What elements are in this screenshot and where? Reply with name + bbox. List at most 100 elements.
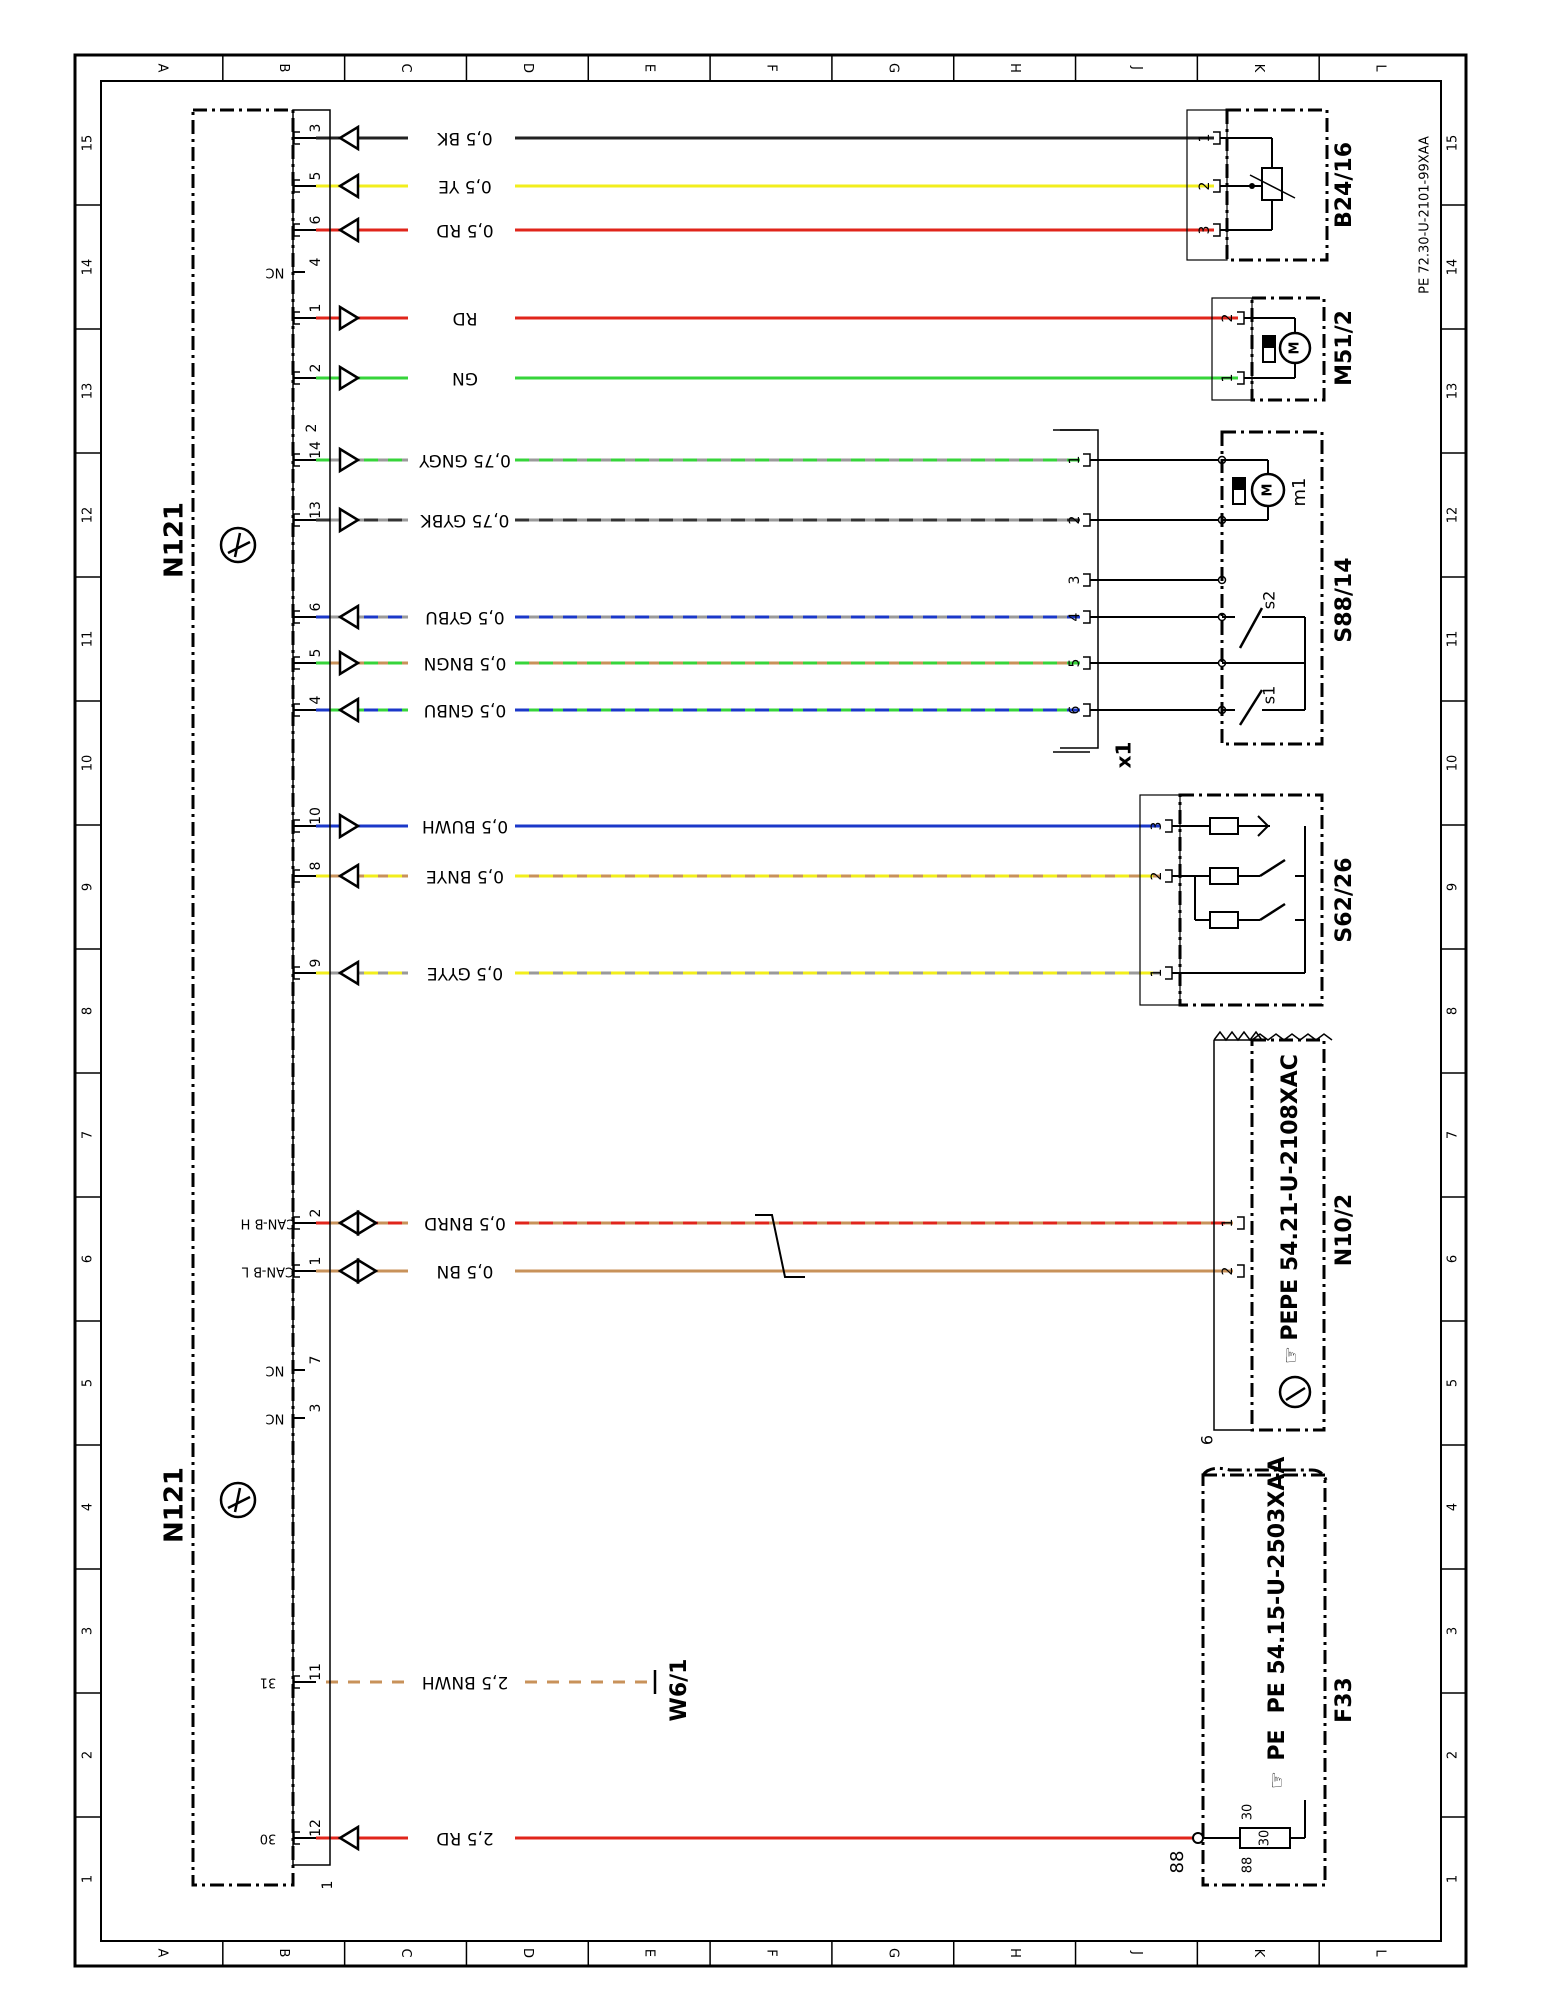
- n121-connector-strip: [292, 109, 331, 1866]
- wire-label: 0,5 BN: [437, 1261, 494, 1281]
- grid-letter-bottom: L: [1373, 1949, 1388, 1957]
- grid-letter-bottom: D: [520, 1948, 535, 1958]
- wire-label: 0,5 GNBU: [424, 700, 506, 720]
- unit-pin-number: 10: [308, 807, 324, 825]
- grid-number-right: 4: [1446, 1503, 1461, 1511]
- b24-wiper: [1249, 174, 1296, 199]
- unit-pin-number: 1: [308, 1257, 324, 1266]
- x1-pin-number: 6: [1067, 705, 1083, 714]
- direction-arrow: [337, 603, 360, 631]
- f33-reference: PE 54.15-U-2503XAA: [1265, 1457, 1290, 1714]
- pin-terminal: [293, 371, 300, 385]
- grid-number-left: 13: [81, 383, 96, 400]
- wire-label: 0,5 YE: [438, 176, 492, 196]
- grid-letter-top: E: [642, 64, 657, 72]
- direction-arrow: [338, 304, 361, 332]
- grid-letter-top: B: [276, 64, 291, 73]
- wire-label: 0,75 GNGY: [418, 450, 510, 470]
- grid-number-right: 15: [1446, 135, 1461, 152]
- grid-letter-bottom: J: [1129, 1950, 1144, 1955]
- wire-label: 0,5 RD: [436, 220, 493, 240]
- component-terminal: [1237, 1216, 1245, 1230]
- direction-arrow: [337, 862, 360, 890]
- n121-label-lower: N121: [160, 1467, 190, 1543]
- m1-label: m1: [1289, 478, 1310, 507]
- n10-pin-number: 1: [1220, 1219, 1236, 1228]
- s62-pin-number: 2: [1149, 872, 1165, 881]
- s62-switch-icon: [1259, 858, 1286, 878]
- grid-number-left: 9: [81, 883, 96, 891]
- grid-letter-bottom: G: [885, 1948, 900, 1958]
- direction-arrow: [337, 1824, 360, 1852]
- f33-housing: [1201, 1473, 1327, 1887]
- n10-reference-icon: ☞: [1279, 1346, 1303, 1364]
- unit-pin-number: 11: [308, 1663, 324, 1681]
- grid-number-left: 6: [81, 1255, 96, 1263]
- grid-number-right: 10: [1446, 755, 1461, 772]
- wire-label: RD: [453, 308, 478, 328]
- pin-signal-label: CAN-B H: [241, 1216, 296, 1231]
- grid-letter-bottom: K: [1251, 1949, 1266, 1958]
- pin-terminal: [293, 453, 300, 467]
- b24-pin-number: 1: [1197, 134, 1213, 143]
- f33-node: [1192, 1832, 1204, 1844]
- direction-arrow: [356, 1257, 379, 1285]
- grid-number-right: 1: [1446, 1875, 1461, 1883]
- unit-pin-number: 1: [308, 304, 324, 313]
- wire-label: 0,5 BNRD: [424, 1213, 506, 1233]
- f33-break: [1201, 1466, 1328, 1481]
- grid-number-left: 7: [81, 1131, 96, 1139]
- nc-label: NC: [266, 1363, 285, 1378]
- b24-pin-number: 3: [1197, 226, 1213, 235]
- wire-label: 2,5 RD: [436, 1828, 493, 1848]
- grid-number-right: 9: [1446, 883, 1461, 891]
- unit-pin-number: 14: [308, 441, 324, 459]
- connector-number-2: 2: [304, 424, 320, 433]
- s1-label: s1: [1260, 686, 1279, 705]
- grid-letter-top: L: [1373, 64, 1388, 72]
- n10-pe-label: PE: [1278, 1309, 1303, 1340]
- f33-label: F33: [1332, 1677, 1357, 1723]
- grid-letter-bottom: E: [642, 1949, 657, 1957]
- transistor-icon: [219, 1481, 257, 1519]
- transistor-icon: [219, 526, 257, 564]
- w6-label: W6/1: [667, 1659, 692, 1722]
- grid-number-right: 3: [1446, 1627, 1461, 1635]
- grid-letter-top: F: [764, 64, 779, 71]
- m1-motor-letter: M: [1261, 484, 1276, 497]
- direction-arrow: [337, 124, 360, 152]
- grid-number-right: 12: [1446, 507, 1461, 524]
- transistor-icon: [227, 540, 251, 555]
- grid-number-right: 8: [1446, 1007, 1461, 1015]
- s62-pin-number: 3: [1149, 822, 1165, 831]
- s62-label: S62/26: [1332, 857, 1357, 942]
- unit-pin-number: 9: [308, 959, 324, 968]
- f33-fuse-left-label: 30: [1241, 1804, 1256, 1821]
- pin-terminal: [293, 1216, 300, 1230]
- grid-letter-top: C: [398, 63, 413, 72]
- connector-number-1: 1: [320, 1881, 336, 1890]
- grid-number-right: 13: [1446, 383, 1461, 400]
- grid-number-left: 2: [81, 1751, 96, 1759]
- direction-arrow: [337, 696, 360, 724]
- grid-letter-bottom: B: [276, 1949, 291, 1958]
- s2-label: s2: [1260, 591, 1279, 610]
- direction-arrow: [338, 649, 361, 677]
- s62-pin-number: 1: [1149, 969, 1165, 978]
- x1-label: x1: [1112, 742, 1136, 769]
- unit-pin-number: 4: [308, 695, 324, 704]
- m51-pin-number: 1: [1220, 374, 1236, 383]
- unit-pin-number: 5: [308, 172, 324, 181]
- unit-pin-number: 12: [308, 1819, 324, 1837]
- unit-pin-number: 13: [308, 501, 324, 519]
- grid-number-left: 10: [81, 755, 96, 772]
- grid-number-right: 7: [1446, 1131, 1461, 1139]
- n10-pin-number: 2: [1220, 1267, 1236, 1276]
- grid-number-right: 14: [1446, 259, 1461, 276]
- grid-letter-bottom: F: [764, 1949, 779, 1956]
- grid-number-left: 5: [81, 1379, 96, 1387]
- pin-signal-label: 31: [260, 1675, 277, 1690]
- m51-pin-number: 2: [1220, 314, 1236, 323]
